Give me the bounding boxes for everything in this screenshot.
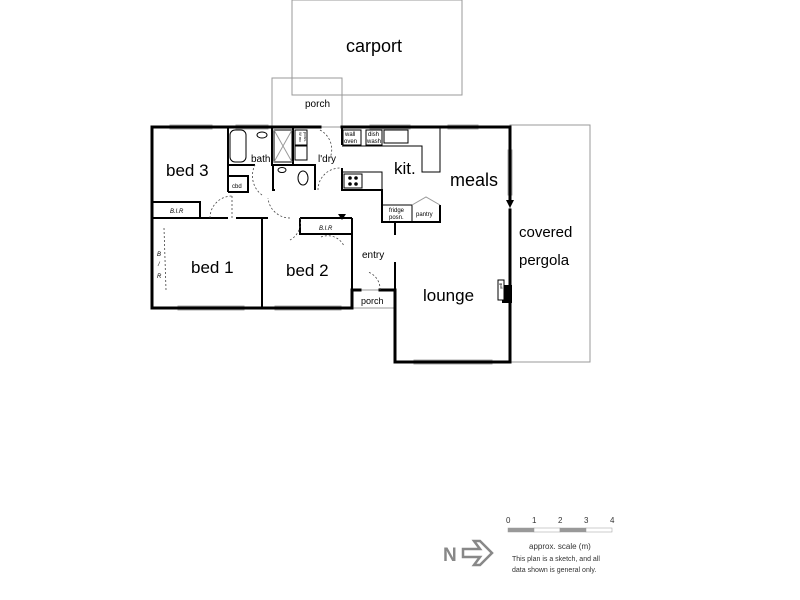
label-bir-bed3: B.I.R xyxy=(170,209,184,215)
windows xyxy=(169,124,513,365)
label-wm-posn-2: posn. xyxy=(303,132,308,142)
room-label-bed2: bed 2 xyxy=(286,261,329,280)
north-letter: N xyxy=(443,545,457,566)
label-wall-oven-1: wall xyxy=(344,132,355,138)
label-wall-oven-2: oven xyxy=(344,139,357,145)
label-fireplace: gdf xyxy=(499,283,504,289)
label-bir-bed1-2: / xyxy=(157,262,161,268)
label-bir-bed1-3: R xyxy=(157,274,162,280)
scale-tick-1: 1 xyxy=(532,516,537,525)
scale-tick-2: 2 xyxy=(558,516,563,525)
disclaimer-line-2: data shown is general only. xyxy=(512,567,596,574)
scale-label: approx. scale (m) xyxy=(529,542,591,551)
room-label-rear-porch: porch xyxy=(305,99,330,110)
label-fridge-posn-1: fridge xyxy=(389,208,405,214)
room-label-entry: entry xyxy=(362,250,384,261)
fixtures xyxy=(229,127,514,303)
disclaimer-line-1: This plan is a sketch, and all xyxy=(512,556,600,563)
room-label-kitchen: kit. xyxy=(394,159,416,178)
scale-tick-4: 4 xyxy=(610,516,615,525)
internal-walls xyxy=(152,127,441,308)
room-label-carport: carport xyxy=(346,36,402,56)
room-label-front-porch: porch xyxy=(361,296,384,306)
room-label-covered: covered xyxy=(519,224,572,241)
fireplace xyxy=(502,285,512,303)
room-label-lounge: lounge xyxy=(423,286,474,305)
scale-tick-3: 3 xyxy=(584,516,589,525)
label-bir-bed2: B.I.R xyxy=(319,226,333,232)
carport-outline xyxy=(291,0,463,96)
pergola-outline xyxy=(509,124,591,363)
label-pantry: pantry xyxy=(416,212,433,218)
scale-bar xyxy=(507,527,613,533)
label-dish-wash-2: wash xyxy=(366,139,381,145)
room-label-meals: meals xyxy=(450,170,498,190)
label-wm-posn-1: W mc xyxy=(298,132,303,142)
room-label-laundry: l'dry xyxy=(318,154,336,165)
north-arrow-icon xyxy=(461,539,494,567)
door-swings xyxy=(163,129,381,291)
scale-tick-0: 0 xyxy=(506,516,511,525)
room-label-bed1: bed 1 xyxy=(191,258,234,277)
label-fridge-posn-2: posn. xyxy=(389,215,404,221)
label-dish-wash-1: dish xyxy=(368,132,379,138)
label-bir-bed1-1: B xyxy=(157,252,161,258)
label-cbd: cbd xyxy=(232,184,242,190)
room-label-pergola: pergola xyxy=(519,252,570,269)
room-label-bed3: bed 3 xyxy=(166,161,209,180)
room-label-bath: bath xyxy=(251,154,270,165)
